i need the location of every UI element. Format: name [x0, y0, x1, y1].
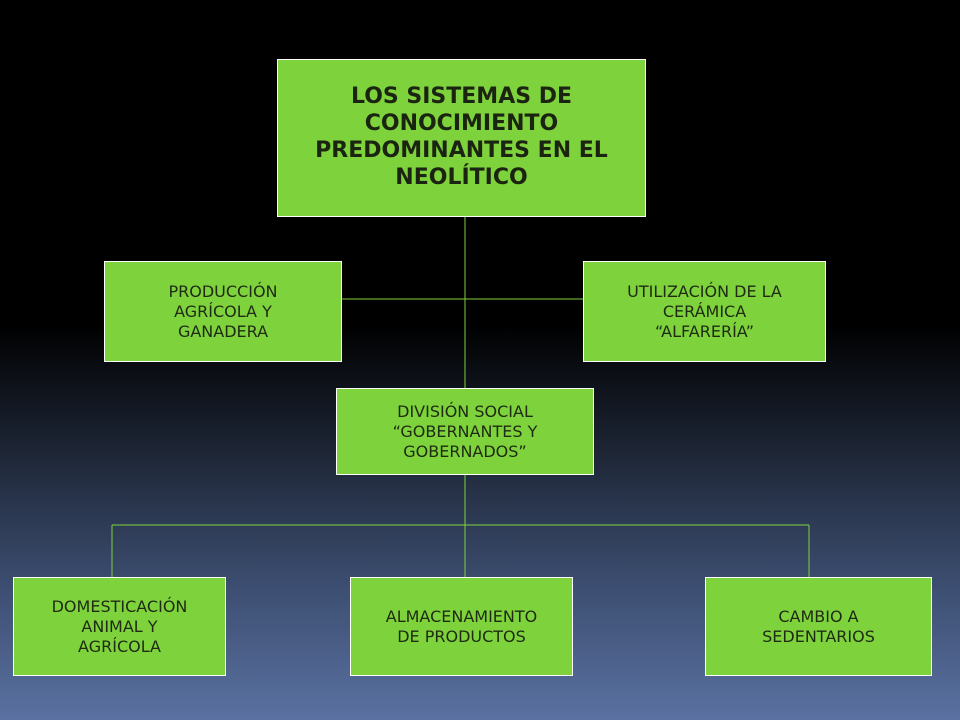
- node-almacenamiento: ALMACENAMIENTO DE PRODUCTOS: [350, 577, 573, 676]
- node-produccion-agricola: PRODUCCIÓN AGRÍCOLA Y GANADERA: [104, 261, 342, 362]
- node-utilizacion-ceramica: UTILIZACIÓN DE LA CERÁMICA “ALFARERÍA”: [583, 261, 826, 362]
- node-domesticacion: DOMESTICACIÓN ANIMAL Y AGRÍCOLA: [13, 577, 226, 676]
- node-division-social: DIVISIÓN SOCIAL “GOBERNANTES Y GOBERNADO…: [336, 388, 594, 475]
- node-cambio-sedentarios: CAMBIO A SEDENTARIOS: [705, 577, 932, 676]
- root-node-sistemas-conocimiento: LOS SISTEMAS DE CONOCIMIENTO PREDOMINANT…: [277, 59, 646, 217]
